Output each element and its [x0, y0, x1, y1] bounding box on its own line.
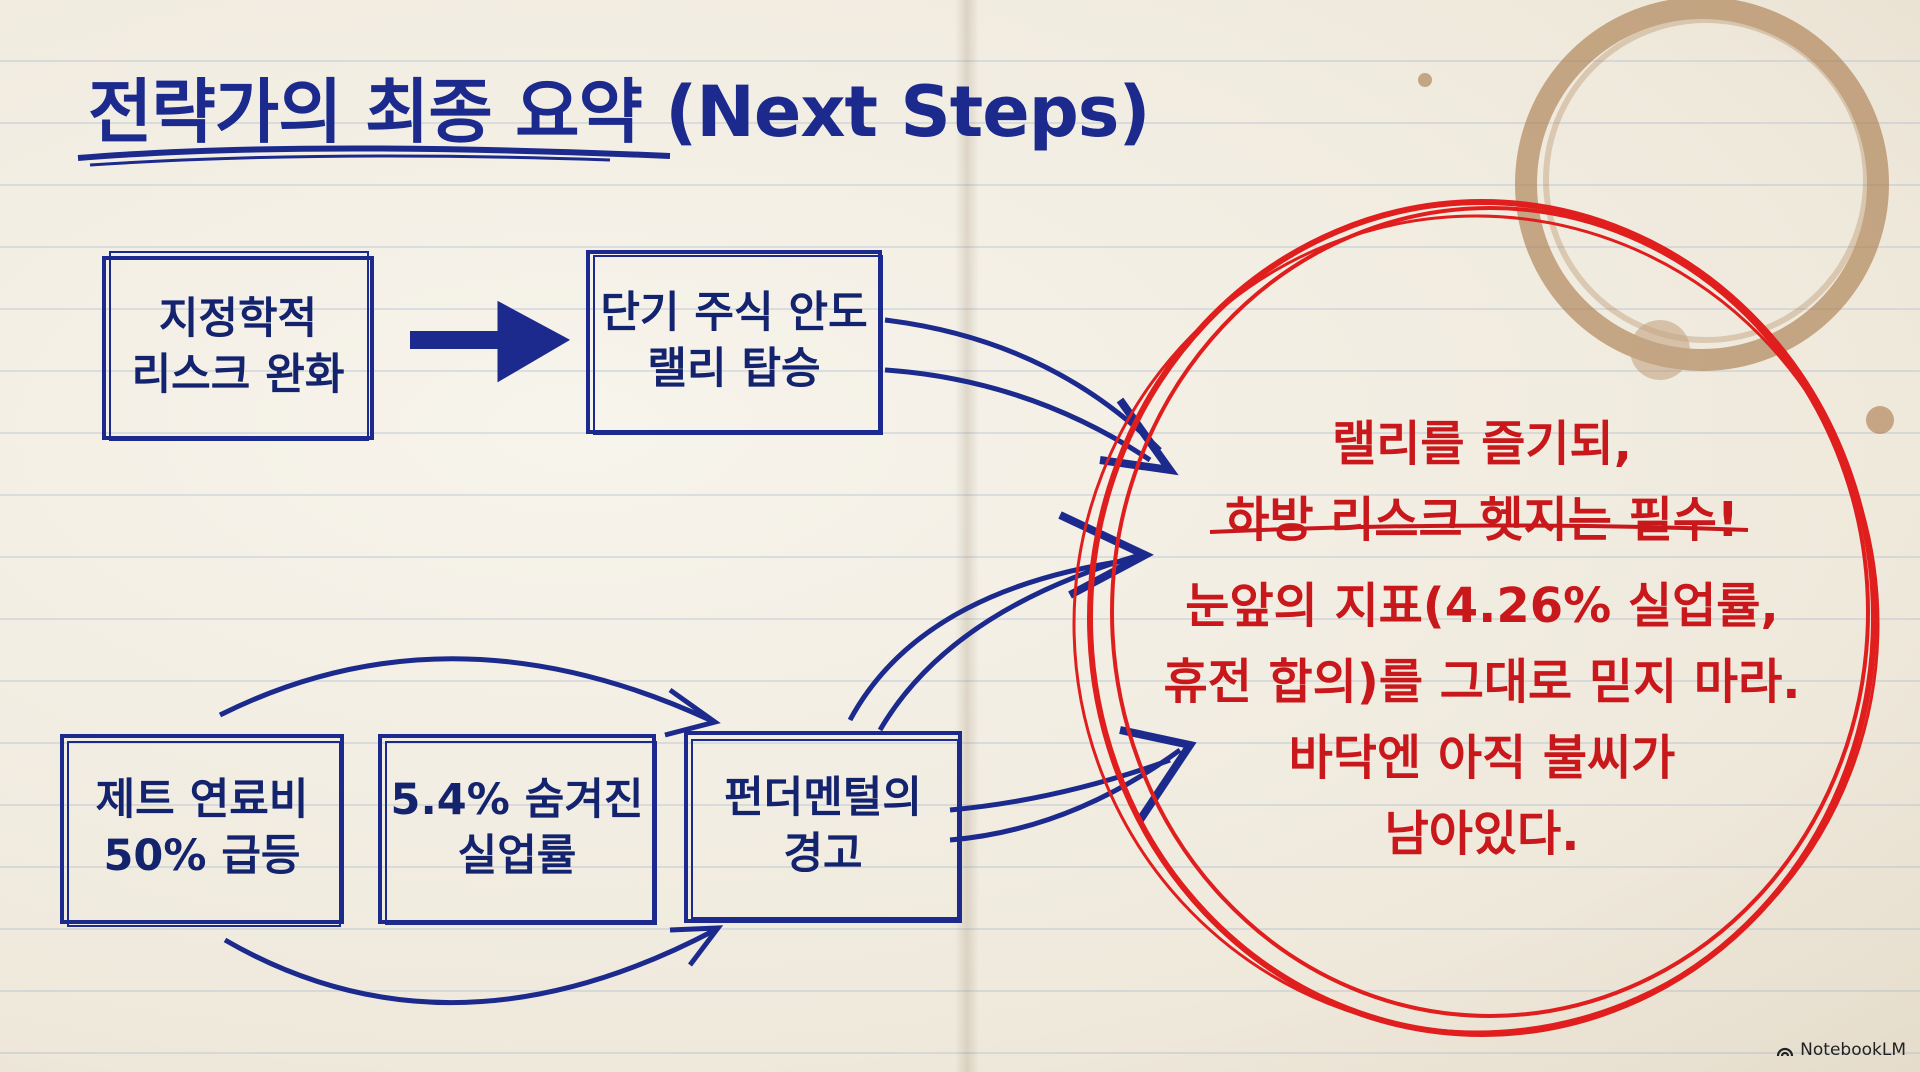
brand-label: NotebookLM	[1800, 1040, 1906, 1060]
conclusion-line-6: 남아있다.	[1384, 806, 1580, 862]
page-title: 전략가의 최종 요약 (Next Steps)	[88, 71, 1150, 153]
box-outline-geopolitical	[102, 256, 374, 440]
conclusion-line-3: 눈앞의 지표(4.26% 실업률,	[1185, 578, 1779, 634]
conclusion-line-2: 하방 리스크 헷지는 필수!	[1225, 492, 1739, 548]
notebooklm-logo-icon	[1777, 1047, 1794, 1057]
conclusion-line-1: 랠리를 즐기되,	[1332, 416, 1632, 472]
box-outline-jet-fuel	[60, 734, 344, 924]
box-unemployment: 5.4% 숨겨진 실업률	[390, 775, 644, 881]
box-outline-unemployment	[378, 734, 656, 924]
conclusion-underline	[1209, 523, 1749, 534]
red-circle	[1072, 199, 1880, 1037]
box-outline-rally	[586, 250, 882, 434]
notebooklm-watermark: NotebookLM	[1776, 1040, 1906, 1060]
arrow-rally-to-circle	[884, 317, 1162, 452]
box-rally: 단기 주식 안도 랠리 탑승	[600, 288, 868, 394]
arrow-jet-to-fundamentals	[218, 656, 712, 723]
box-geopolitical: 지정학적 리스크 완화	[131, 294, 345, 400]
box-jet-fuel: 제트 연료비 50% 급등	[95, 775, 309, 881]
box-fundamentals: 펀더멘털의 경고	[724, 773, 922, 879]
box-outline-fundamentals	[684, 731, 962, 923]
title-underline	[77, 145, 671, 161]
arrow-jet-to-fundamentals-bottom	[223, 927, 717, 1005]
conclusion-line-5: 바닥엔 아직 불씨가	[1288, 730, 1676, 786]
coffee-stain	[1418, 0, 1894, 434]
conclusion-line-4: 휴전 합의)를 그대로 믿지 마라.	[1163, 654, 1801, 710]
